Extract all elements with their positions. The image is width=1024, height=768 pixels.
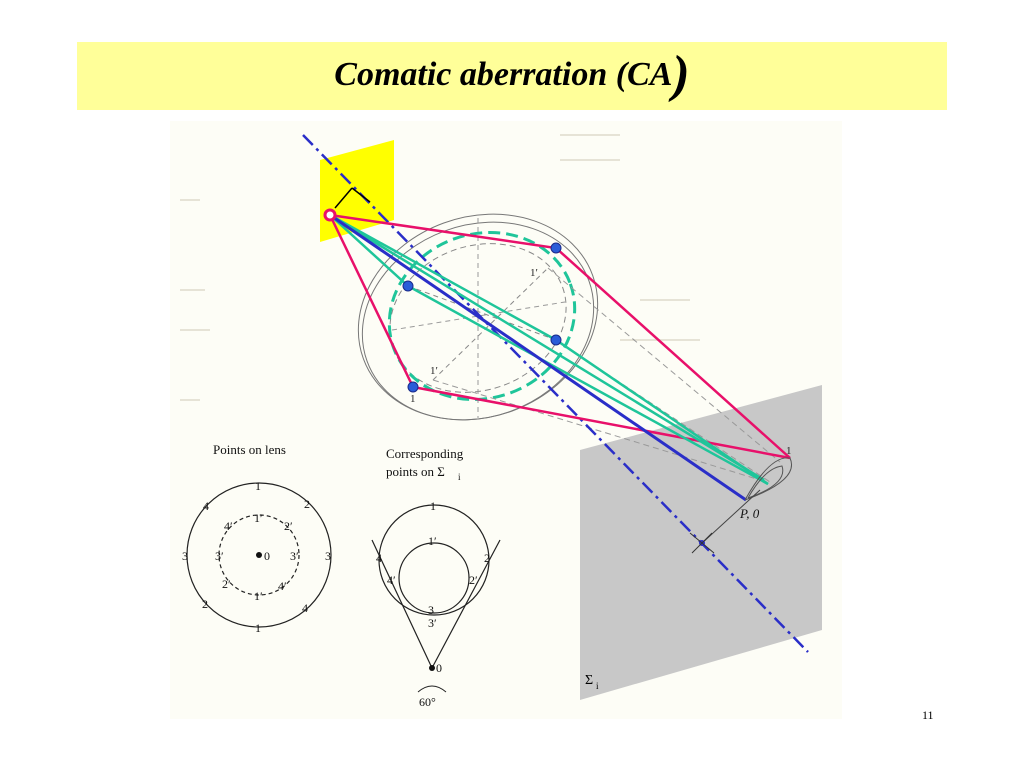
angle-label: 60° — [419, 695, 436, 709]
inset-points-on-lens: Points on lens 0 1 2 3 4 1 2 3 4 1′ 2′ 3… — [182, 442, 332, 635]
image-point: P, 0 — [689, 506, 760, 554]
lens-label-1-img: 1 — [786, 445, 792, 457]
svg-text:3′: 3′ — [215, 549, 224, 563]
inset-right-caption-2: points on Σ — [386, 464, 445, 479]
svg-text:1′: 1′ — [254, 589, 263, 603]
chief-ray — [329, 213, 747, 502]
svg-text:4: 4 — [203, 499, 209, 513]
page-number: 11 — [922, 708, 934, 722]
svg-text:2: 2 — [484, 551, 490, 565]
svg-text:4′: 4′ — [387, 573, 396, 587]
slide-title: Comatic aberration (CA — [334, 56, 673, 93]
sigma-sub: i — [596, 681, 599, 691]
inset-right-caption-1: Corresponding — [386, 446, 464, 461]
inset-center-0: 0 — [264, 549, 270, 563]
image-point-label: P, 0 — [739, 506, 760, 521]
svg-text:2′: 2′ — [469, 573, 478, 587]
lens-label-1: 1 — [410, 393, 416, 405]
svg-text:3: 3 — [428, 603, 434, 617]
svg-text:1: 1 — [255, 621, 261, 635]
coma-flare — [699, 457, 792, 546]
svg-text:3: 3 — [325, 549, 331, 563]
svg-text:3′: 3′ — [428, 616, 437, 630]
svg-text:3: 3 — [182, 549, 188, 563]
svg-text:1′: 1′ — [428, 534, 437, 548]
main-lens-labels: 1′ 1′ 1 1 — [410, 267, 792, 457]
inset-right-caption-sub: i — [458, 472, 461, 482]
svg-text:4: 4 — [302, 601, 308, 615]
slide-title-paren: ) — [672, 46, 690, 103]
lens-label-1p: 1′ — [530, 267, 538, 279]
svg-text:2′: 2′ — [284, 519, 293, 533]
object-point — [323, 187, 371, 222]
lens-points — [402, 242, 562, 393]
svg-text:4′: 4′ — [224, 519, 233, 533]
svg-text:2′: 2′ — [222, 577, 231, 591]
inset-left-caption: Points on lens — [213, 442, 286, 457]
scan-noise — [180, 134, 700, 401]
svg-text:4: 4 — [376, 551, 382, 565]
svg-text:2: 2 — [304, 497, 310, 511]
svg-text:1: 1 — [255, 479, 261, 493]
zonal-circle — [387, 231, 577, 401]
sigma-label: Σ — [585, 673, 593, 688]
inset-corresponding-points: Corresponding points on Σ i 1 1′ 2 2′ 3 … — [371, 446, 501, 709]
optical-axis — [302, 134, 809, 653]
svg-text:1′: 1′ — [254, 511, 263, 525]
svg-text:2: 2 — [202, 597, 208, 611]
lens-label-1p-b: 1′ — [430, 365, 438, 377]
svg-text:4′: 4′ — [278, 579, 287, 593]
image-plane-label: Σ i — [585, 673, 599, 691]
svg-text:1: 1 — [430, 499, 436, 513]
title-bar: Comatic aberration (CA) — [77, 42, 947, 110]
svg-text:3′: 3′ — [290, 549, 299, 563]
svg-text:0: 0 — [436, 661, 442, 675]
